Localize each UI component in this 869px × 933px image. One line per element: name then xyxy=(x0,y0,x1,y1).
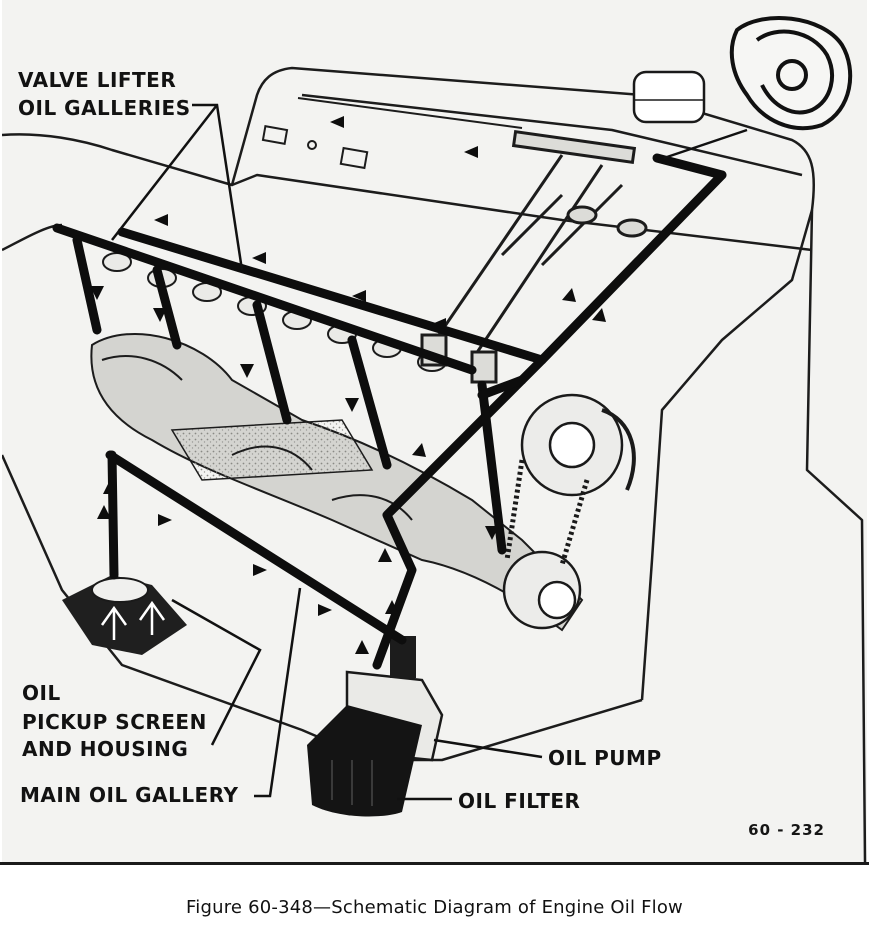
distributor-icon xyxy=(732,18,850,128)
label-oil-pickup-line2: PICKUP SCREEN xyxy=(22,709,207,735)
label-oil-pump: OIL PUMP xyxy=(548,745,662,771)
figure-caption: Figure 60-348—Schematic Diagram of Engin… xyxy=(0,897,869,918)
label-oil-filter: OIL FILTER xyxy=(458,788,580,814)
label-main-oil-gallery: MAIN OIL GALLERY xyxy=(20,782,239,808)
figure-number: 60 - 232 xyxy=(748,821,825,839)
label-valve-lifter-galleries-line1: VALVE LIFTER xyxy=(18,67,176,93)
label-oil-pickup-line3: AND HOUSING xyxy=(22,736,188,762)
diagram-figure: VALVE LIFTER OIL GALLERIES OIL PICKUP SC… xyxy=(2,0,867,862)
oil-pickup-screen xyxy=(62,575,187,655)
label-oil-pickup-line1: OIL xyxy=(22,680,61,706)
breather-cap-icon xyxy=(634,72,704,122)
caption-divider xyxy=(0,862,869,865)
label-valve-lifter-galleries-line2: OIL GALLERIES xyxy=(18,95,191,121)
